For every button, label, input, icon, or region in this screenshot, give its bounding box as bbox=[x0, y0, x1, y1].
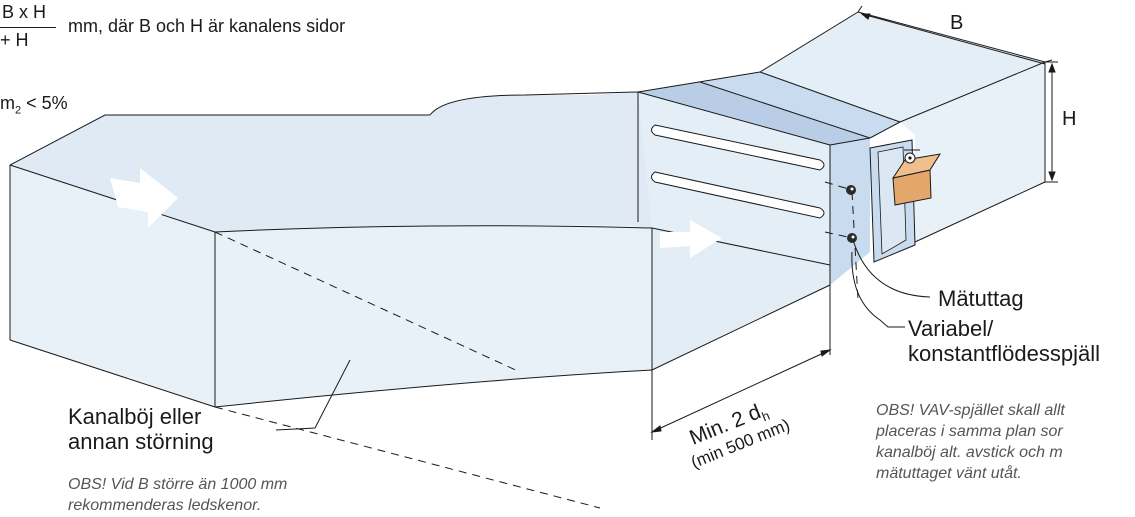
leader-lines bbox=[275, 239, 931, 431]
condition-symbol: m bbox=[0, 93, 15, 113]
airflow-arrow-icon bbox=[660, 220, 722, 258]
width-label: B bbox=[950, 12, 964, 34]
vav-note-line3: kanalböj alt. avstick och m bbox=[876, 444, 1063, 461]
bend-note-line1: OBS! Vid B större än 1000 mm bbox=[68, 476, 288, 493]
hidden-lines bbox=[214, 181, 859, 509]
damper-label-line1: Variabel/ bbox=[908, 316, 994, 341]
vav-note-line1: OBS! VAV-spjället skall allt bbox=[876, 402, 1065, 419]
condition-m2: m2 < 5% bbox=[0, 93, 68, 117]
formula-numerator: B x H bbox=[2, 2, 47, 22]
measurement-port-icon bbox=[846, 185, 857, 243]
formula-description: mm, där B och H är kanalens sidor bbox=[68, 16, 346, 36]
straight-duct-front bbox=[652, 228, 830, 370]
formula-denominator: + H bbox=[0, 30, 29, 50]
bend-top bbox=[215, 92, 652, 232]
actuator-icon bbox=[891, 149, 942, 206]
damper-label-line2: konstantflödesspjäll bbox=[908, 341, 1101, 366]
bend-note-line2: rekommenderas ledskenor. bbox=[68, 497, 262, 514]
height-label: H bbox=[1062, 108, 1077, 130]
damper-top-band bbox=[638, 82, 870, 145]
fraction-bar bbox=[0, 27, 56, 29]
condition-subscript: 2 bbox=[15, 104, 22, 117]
dimension-h bbox=[1045, 61, 1058, 183]
outlet-duct-top bbox=[760, 12, 1045, 122]
inlet-duct-top bbox=[10, 115, 430, 232]
vav-note-line2: placeras i samma plan sor bbox=[876, 423, 1063, 440]
inlet-duct-front bbox=[10, 165, 215, 407]
bend-side bbox=[215, 225, 652, 407]
bend-label-line2: annan störning bbox=[68, 429, 214, 454]
vav-note-line4: mätuttaget vänt utåt. bbox=[876, 465, 1022, 482]
damper-top-band-2 bbox=[700, 72, 900, 138]
damper-front bbox=[830, 138, 870, 285]
dimension-min-distance bbox=[650, 285, 832, 440]
bend-label-line1: Kanalböj eller bbox=[68, 404, 202, 429]
airflow-arrow-icon bbox=[110, 168, 178, 228]
measurement-port-label: Mätuttag bbox=[938, 286, 1024, 311]
duct-outlines bbox=[9, 11, 1046, 408]
damper-rails bbox=[651, 124, 825, 219]
min-distance-text-group: Min. 2 dh (min 500 mm) bbox=[686, 400, 792, 472]
condition-rest: < 5% bbox=[26, 93, 68, 113]
